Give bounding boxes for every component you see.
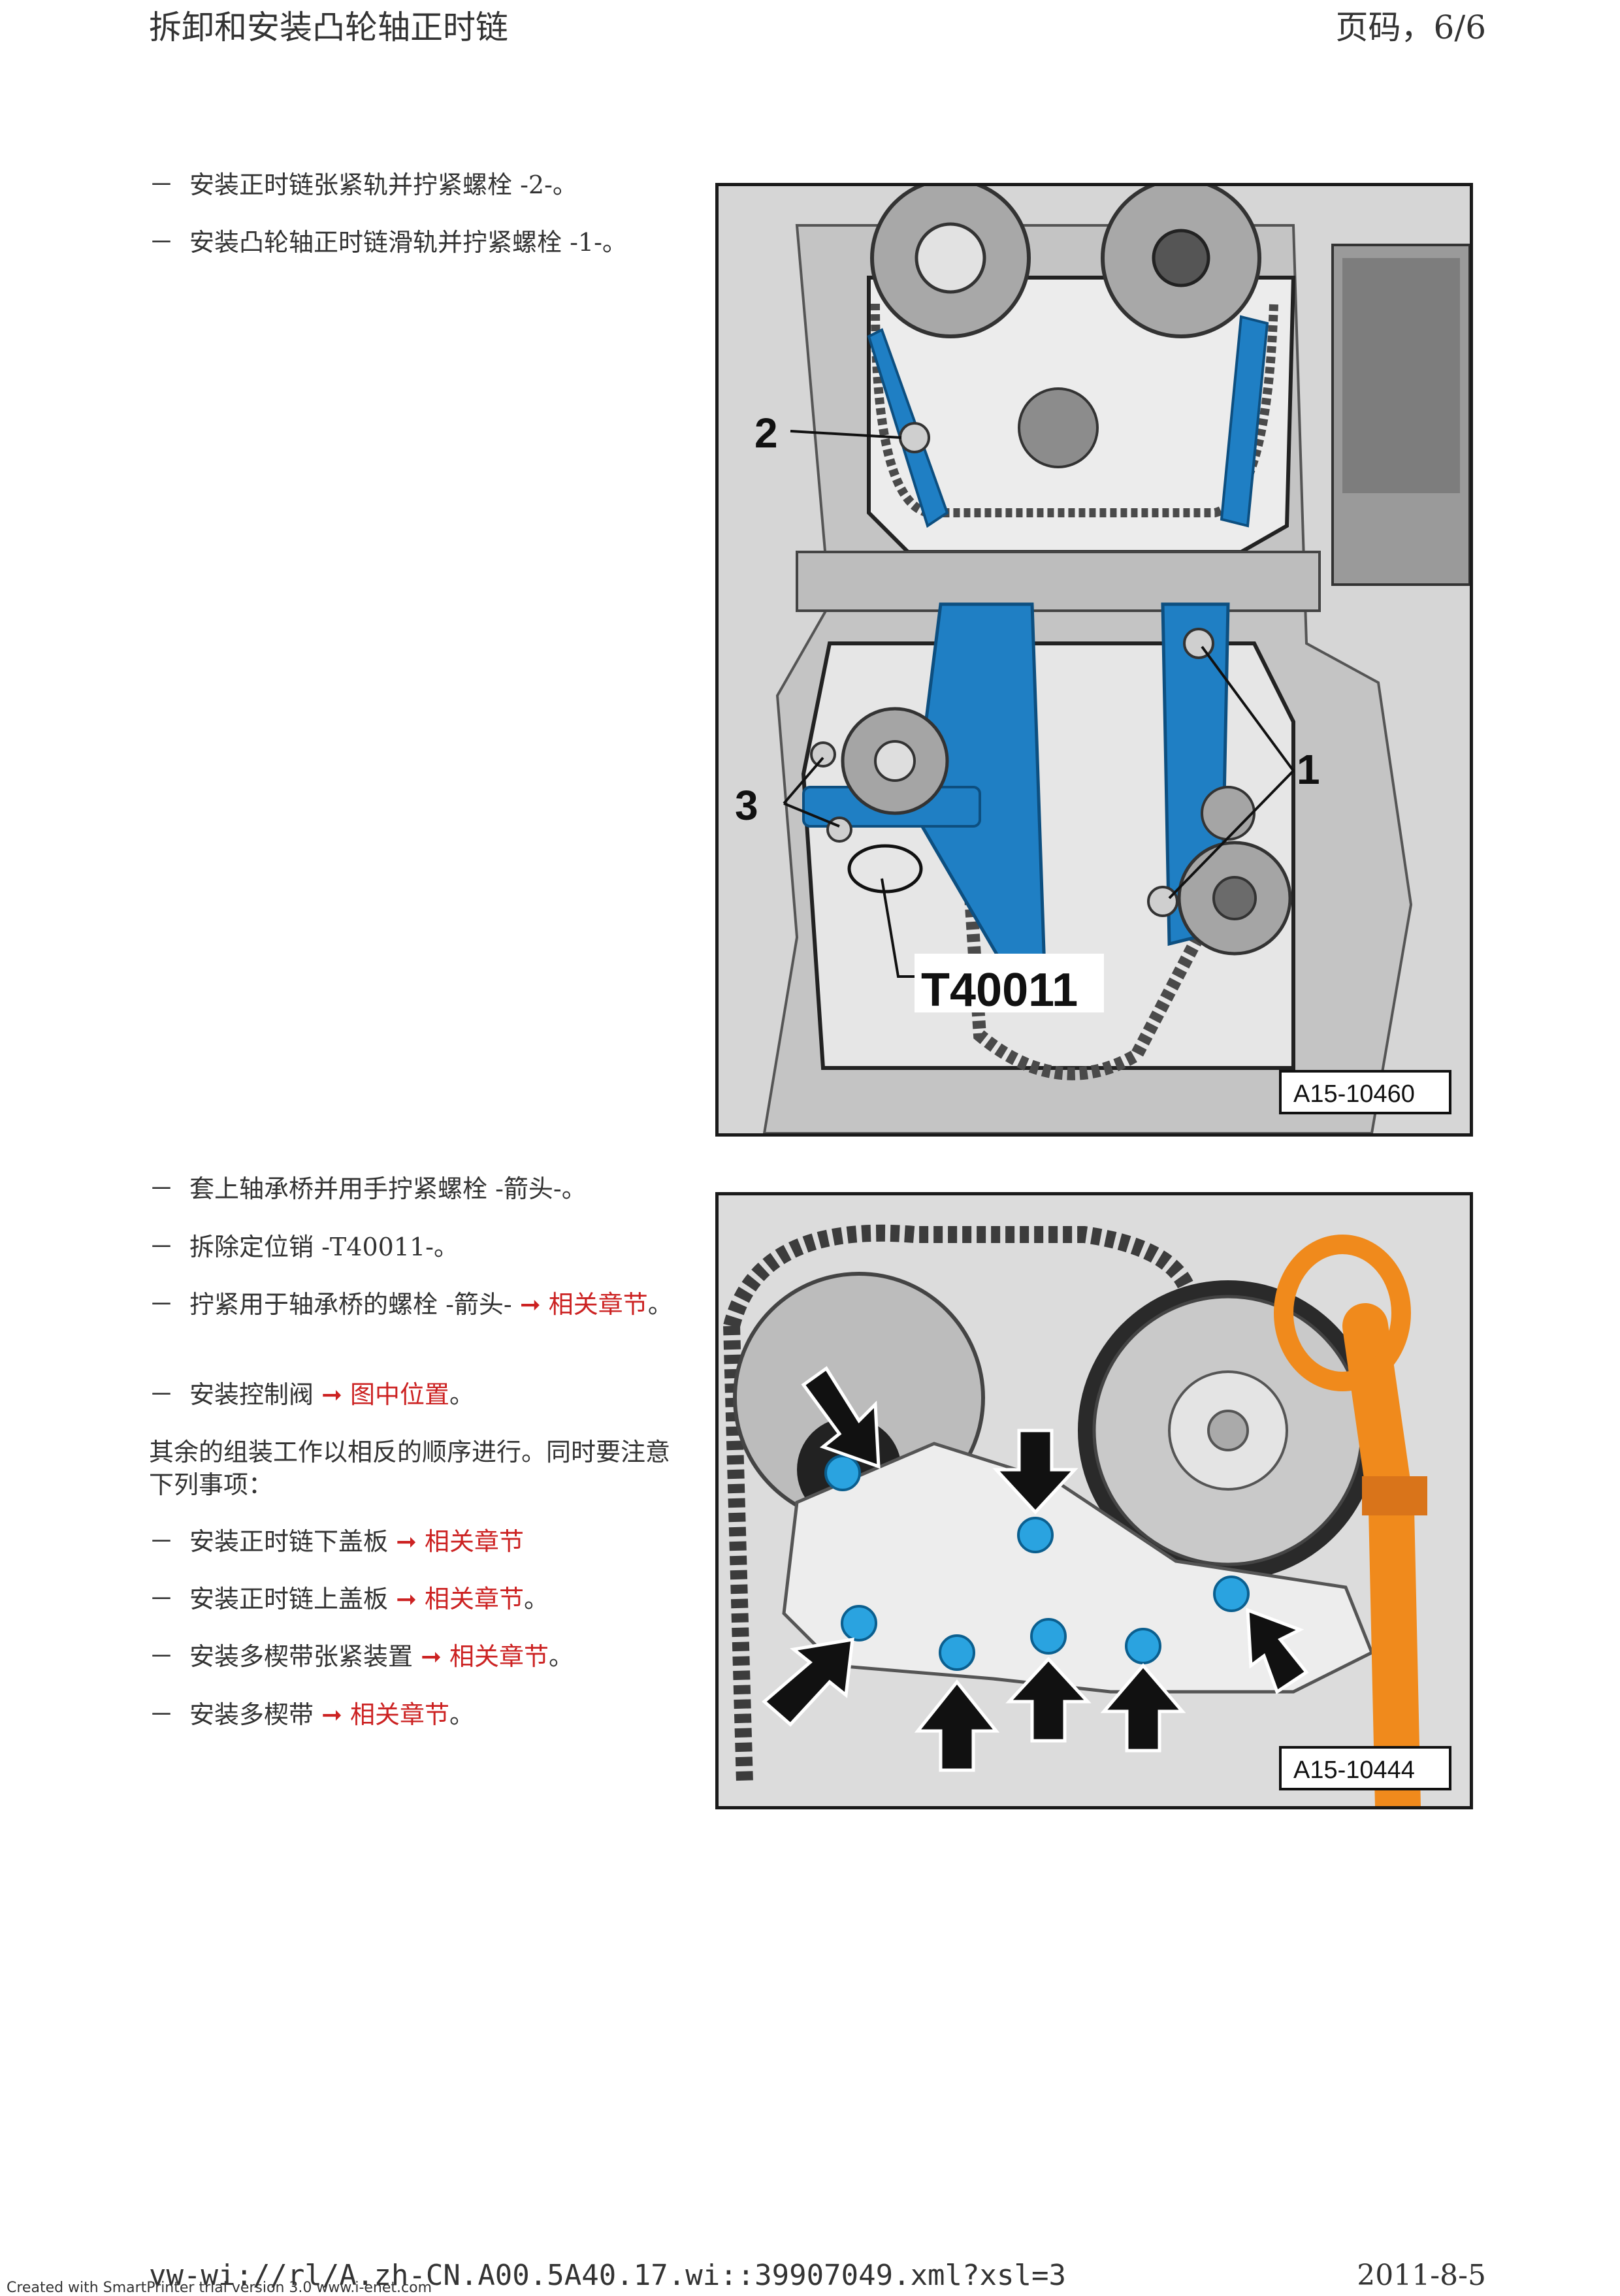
figure-code: A15-10460	[1293, 1080, 1415, 1108]
step-tail: 。	[449, 1700, 475, 1729]
step-dash: －	[149, 1174, 174, 1203]
figure-timing-chain-drawing: T40011 2 1 3 A15-10460	[719, 186, 1470, 1133]
step-text: 安装正时链张紧轨并拧紧螺栓 -2-。	[189, 170, 577, 199]
step-text: 拆除定位销 -T40011-。	[189, 1233, 459, 1261]
step-install-guide-rail: － 安装凸轮轴正时链滑轨并拧紧螺栓 -1-。	[149, 226, 685, 259]
callout-3: 3	[735, 782, 758, 829]
related-chapter-link[interactable]: ➞ 相关章节	[396, 1527, 525, 1556]
step-lower-cover: － 安装正时链下盖板 ➞ 相关章节	[149, 1525, 685, 1558]
step-remove-locating-pin: － 拆除定位销 -T40011-。	[149, 1231, 685, 1263]
step-text: 拧紧用于轴承桥的螺栓 -箭头-	[189, 1290, 520, 1319]
print-date: 2011-8-5	[1357, 2259, 1486, 2292]
figure-bearing-bridge-bolts: A15-10444	[715, 1192, 1473, 1809]
watermark: Created with SmartPrinter trial version …	[7, 2280, 432, 2296]
step-text: 安装控制阀	[189, 1380, 322, 1409]
step-dash: －	[149, 1290, 174, 1319]
step-upper-cover: － 安装正时链上盖板 ➞ 相关章节。	[149, 1583, 685, 1615]
related-chapter-link[interactable]: ➞ 相关章节	[519, 1290, 648, 1319]
callout-1: 1	[1297, 746, 1320, 793]
figure-timing-chain-rails: T40011 2 1 3 A15-10460	[715, 183, 1473, 1137]
step-install-tensioner-rail: － 安装正时链张紧轨并拧紧螺栓 -2-。	[149, 169, 685, 201]
step-ribbed-belt: － 安装多楔带 ➞ 相关章节。	[149, 1698, 685, 1731]
step-dash: －	[149, 1233, 174, 1261]
document-title: 拆卸和安装凸轮轴正时链	[149, 8, 508, 46]
step-text: 安装正时链上盖板	[189, 1585, 397, 1613]
step-tail: 。	[524, 1585, 549, 1613]
figure-bearing-bridge-drawing: A15-10444	[719, 1195, 1470, 1806]
related-chapter-link[interactable]: ➞ 相关章节	[396, 1585, 525, 1613]
figure-code: A15-10444	[1293, 1756, 1415, 1784]
step-dash: －	[149, 170, 174, 199]
page-number: 页码，6/6	[1335, 8, 1486, 46]
callout-2: 2	[754, 410, 778, 457]
step-install-control-valve: － 安装控制阀 ➞ 图中位置。	[149, 1378, 685, 1411]
step-text: 套上轴承桥并用手拧紧螺栓 -箭头-。	[189, 1174, 587, 1203]
step-text: 安装正时链下盖板	[189, 1527, 397, 1556]
step-dash: －	[149, 1380, 174, 1409]
step-dash: －	[149, 228, 174, 257]
position-in-figure-link[interactable]: ➞ 图中位置	[321, 1380, 450, 1409]
step-dash: －	[149, 1642, 174, 1671]
step-dash: －	[149, 1527, 174, 1556]
document-url: vw-wi://rl/A.zh-CN.A00.5A40.17.wi::39907…	[149, 2259, 1066, 2292]
step-dash: －	[149, 1585, 174, 1613]
step-tail: 。	[549, 1642, 574, 1671]
step-tail: 。	[449, 1380, 475, 1409]
step-text: 安装多楔带	[189, 1700, 322, 1729]
reassembly-note: 其余的组装工作以相反的顺序进行。同时要注意下列事项：	[149, 1438, 671, 1499]
step-tail: 。	[647, 1290, 673, 1319]
related-chapter-link[interactable]: ➞ 相关章节	[421, 1642, 549, 1671]
tool-label: T40011	[921, 964, 1078, 1016]
step-fit-bearing-bridge: － 套上轴承桥并用手拧紧螺栓 -箭头-。	[149, 1172, 685, 1205]
related-chapter-link[interactable]: ➞ 相关章节	[321, 1700, 450, 1729]
step-belt-tensioner: － 安装多楔带张紧装置 ➞ 相关章节。	[149, 1640, 685, 1673]
step-tighten-bearing-bridge: － 拧紧用于轴承桥的螺栓 -箭头- ➞ 相关章节。	[149, 1288, 685, 1321]
step-text: 安装多楔带张紧装置	[189, 1642, 421, 1671]
step-dash: －	[149, 1700, 174, 1729]
step-text: 安装凸轮轴正时链滑轨并拧紧螺栓 -1-。	[189, 228, 627, 257]
